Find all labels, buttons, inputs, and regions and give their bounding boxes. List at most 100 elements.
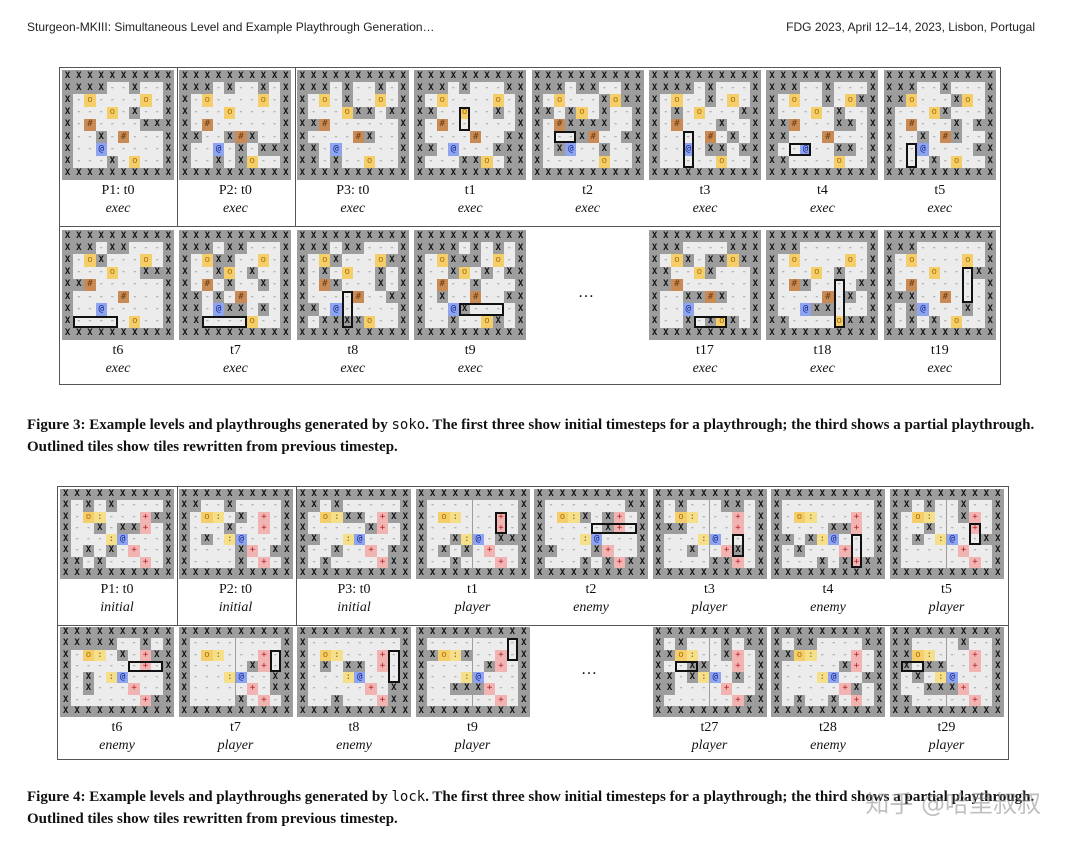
- tile: -: [822, 143, 834, 156]
- tile: X: [98, 230, 104, 241]
- tile: X: [165, 705, 171, 716]
- tile: X: [322, 82, 328, 93]
- tile: X: [886, 82, 893, 93]
- panel-timestep-label: t1: [464, 183, 476, 198]
- tile: X: [261, 627, 267, 638]
- tile: -: [980, 649, 993, 661]
- tile: -: [319, 303, 331, 316]
- tile: X: [870, 107, 876, 118]
- tile: X: [780, 230, 786, 241]
- tile: X: [154, 705, 160, 716]
- tile: -: [118, 118, 130, 132]
- tile: -: [844, 131, 856, 144]
- tile: o: [962, 94, 974, 107]
- tile: -: [816, 683, 828, 695]
- tile: X: [402, 694, 408, 705]
- tile: X: [853, 683, 860, 694]
- tile: X: [758, 556, 764, 567]
- tile: X: [299, 143, 306, 154]
- tile: X: [428, 242, 434, 253]
- tile: X: [853, 567, 860, 578]
- tile: -: [94, 672, 106, 684]
- rewritten-tiles-outline: [458, 303, 504, 316]
- tile: -: [928, 291, 940, 304]
- tile: X: [227, 500, 233, 511]
- tile: o: [576, 106, 588, 119]
- tile: X: [227, 255, 233, 266]
- tile: X: [858, 230, 865, 241]
- tile: @: [212, 303, 225, 316]
- tile: -: [331, 556, 343, 568]
- tile: -: [483, 522, 496, 534]
- tile: -: [912, 638, 924, 650]
- tile: @: [709, 672, 721, 684]
- tile: X: [299, 649, 306, 660]
- tile: X: [723, 500, 730, 511]
- tile: -: [946, 500, 958, 512]
- tile: +: [365, 545, 377, 557]
- tile: -: [95, 278, 107, 292]
- tile: -: [257, 291, 269, 304]
- tile: X: [464, 567, 470, 578]
- tile: -: [777, 143, 789, 156]
- tile: X: [593, 545, 600, 556]
- tile: -: [743, 522, 756, 534]
- tile: -: [503, 106, 515, 119]
- tile: X: [182, 291, 188, 302]
- tile: X: [506, 131, 513, 142]
- tile: -: [268, 155, 281, 168]
- tile: X: [333, 328, 339, 339]
- tile: -: [660, 254, 672, 267]
- tile: -: [777, 303, 789, 316]
- tile: X: [495, 242, 501, 253]
- tile: X: [942, 70, 949, 81]
- tile: -: [743, 511, 756, 523]
- tile: -: [788, 266, 800, 279]
- tile: X: [942, 168, 949, 179]
- tile: X: [142, 567, 149, 578]
- tile: X: [284, 672, 290, 683]
- tile: -: [545, 500, 557, 512]
- tile: -: [579, 545, 591, 557]
- tile: X: [495, 230, 501, 241]
- tile: X: [870, 242, 876, 253]
- tile: -: [84, 303, 96, 316]
- tile: X: [154, 567, 160, 578]
- tile: X: [590, 70, 596, 81]
- tile: -: [686, 694, 699, 706]
- tile: -: [458, 291, 471, 304]
- tile: X: [389, 255, 395, 266]
- tile: -: [506, 672, 519, 684]
- tile: -: [308, 683, 320, 695]
- tile: -: [782, 545, 794, 557]
- tile: X: [635, 95, 641, 106]
- tile: -: [224, 291, 236, 304]
- tile: o: [201, 511, 213, 523]
- tile: X: [707, 230, 714, 241]
- tile: X: [534, 107, 540, 118]
- tile: -: [609, 155, 622, 168]
- tile: X: [568, 107, 574, 118]
- tile: -: [436, 155, 448, 168]
- tile: -: [189, 694, 202, 706]
- tile: #: [553, 118, 566, 132]
- tile: -: [855, 106, 868, 119]
- tile: -: [436, 303, 448, 316]
- tile: X: [674, 107, 680, 118]
- tile: X: [227, 242, 233, 253]
- tile: X: [215, 328, 222, 339]
- tile: -: [461, 660, 473, 672]
- tile: -: [705, 155, 717, 168]
- tile: X: [344, 316, 350, 327]
- tile: -: [190, 106, 202, 119]
- tile: -: [365, 534, 377, 546]
- tile: X: [534, 119, 540, 130]
- tile: -: [71, 660, 83, 672]
- tile: X: [808, 705, 814, 716]
- tile: o: [257, 254, 269, 267]
- tile: X: [165, 545, 171, 556]
- tile: -: [660, 315, 672, 328]
- tile: -: [727, 155, 739, 168]
- tile: X: [639, 534, 645, 545]
